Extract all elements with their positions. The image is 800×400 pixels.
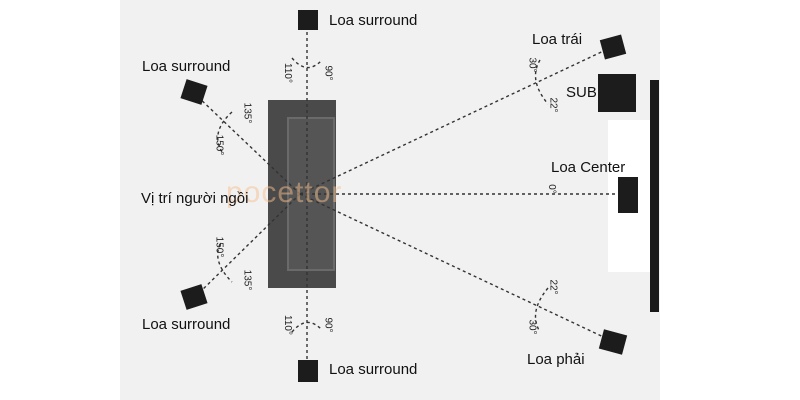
tv-screen [650, 80, 659, 312]
label-surround-left-upper: Loa surround [142, 58, 231, 75]
angle-top-90: 90° [322, 65, 334, 81]
angle-center-0: 0° [545, 184, 557, 194]
angle-top-110: 110° [281, 63, 293, 83]
room-background [120, 0, 660, 400]
label-center: Loa Center [551, 159, 626, 176]
angle-front-right-22: 22° [547, 279, 559, 295]
angle-arcs [217, 57, 549, 333]
surround-speaker-left-upper [180, 79, 208, 105]
center-speaker [618, 177, 638, 213]
angle-left-lower-150: 150° [213, 236, 225, 258]
label-surround-left-lower: Loa surround [142, 316, 231, 333]
front-right-speaker [598, 329, 628, 355]
angle-left-upper-135: 135° [241, 102, 253, 124]
surround-speaker-top [298, 10, 318, 30]
subwoofer [598, 74, 636, 112]
label-surround-top: Loa surround [329, 12, 418, 29]
watermark: pocettor [226, 176, 343, 209]
label-front-left: Loa trái [532, 31, 583, 48]
front-left-speaker [599, 34, 627, 60]
angle-left-lower-135: 135° [241, 269, 253, 291]
surround-speaker-left-lower [180, 284, 208, 310]
angle-front-left-22: 22° [547, 97, 559, 113]
surround-speaker-bottom [298, 360, 318, 382]
angle-front-right-30: 30° [526, 319, 538, 335]
angle-front-left-30: 30° [526, 57, 538, 73]
label-listener: Vị trí người ngồi [141, 190, 249, 207]
listening-lines [195, 32, 618, 360]
label-front-right: Loa phải [527, 351, 585, 368]
label-surround-bottom: Loa surround [329, 361, 418, 378]
label-subwoofer: SUB [566, 84, 597, 101]
angle-left-upper-150: 150° [213, 134, 225, 156]
angle-bottom-90: 90° [322, 317, 334, 333]
angle-bottom-110: 110° [281, 315, 293, 335]
